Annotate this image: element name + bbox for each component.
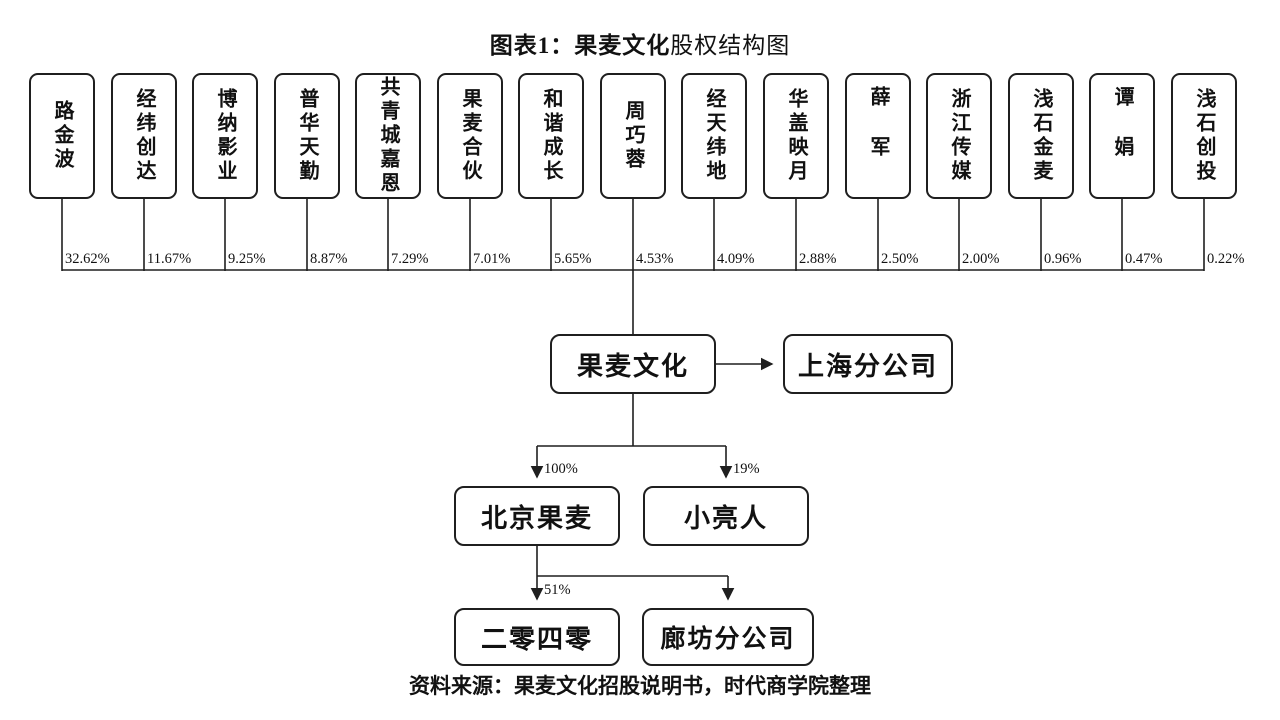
ownership-pct-label: 32.62% xyxy=(65,251,110,267)
shareholder-box-10: 华盖映月 xyxy=(763,73,829,199)
company-box-guomai: 果麦文化 xyxy=(550,334,716,394)
shareholder-name: 经纬创达 xyxy=(133,88,155,184)
ownership-pct-label: 0.47% xyxy=(1125,251,1163,267)
branch-box-langfang: 廊坊分公司 xyxy=(642,608,814,666)
ownership-pct-label: 4.53% xyxy=(636,251,674,267)
shareholder-box-4: 普华天勤 xyxy=(274,73,340,199)
shareholder-name: 和谐成长 xyxy=(540,88,562,184)
subsidiary-box-xiaoliang: 小亮人 xyxy=(643,486,809,546)
pct-label-erling: 51% xyxy=(544,582,571,598)
chart-title-prefix: 图表1：果麦文化 xyxy=(489,33,671,58)
shareholder-box-9: 经天纬地 xyxy=(681,73,747,199)
shareholder-box-14: 谭娟 xyxy=(1089,73,1155,199)
shareholder-box-13: 浅石金麦 xyxy=(1008,73,1074,199)
ownership-pct-label: 7.29% xyxy=(391,251,429,267)
shareholder-stub-lines xyxy=(61,199,1205,271)
branch-box-shanghai: 上海分公司 xyxy=(783,334,953,394)
shareholder-name: 浅石金麦 xyxy=(1030,88,1052,184)
shareholder-box-8: 周巧蓉 xyxy=(600,73,666,199)
ownership-pct-label: 2.50% xyxy=(881,251,919,267)
shareholder-box-3: 博纳影业 xyxy=(192,73,258,199)
shareholder-name: 博纳影业 xyxy=(214,88,236,184)
shareholder-name: 果麦合伙 xyxy=(459,88,481,184)
shareholder-name: 谭娟 xyxy=(1111,86,1133,186)
shareholder-box-6: 果麦合伙 xyxy=(437,73,503,199)
ownership-pct-label: 2.00% xyxy=(962,251,1000,267)
split-bar-1 xyxy=(537,394,726,447)
shareholder-box-11: 薛军 xyxy=(845,73,911,199)
shareholder-name: 浅石创投 xyxy=(1193,88,1215,184)
subsidiary-box-erling: 二零四零 xyxy=(454,608,620,666)
ownership-pct-label: 0.22% xyxy=(1207,251,1245,267)
ownership-pct-label: 8.87% xyxy=(310,251,348,267)
ownership-pct-label: 0.96% xyxy=(1044,251,1082,267)
chart-title: 图表1：果麦文化股权结构图 xyxy=(0,26,1280,60)
shareholder-name: 普华天勤 xyxy=(296,88,318,184)
split-bar-2 xyxy=(536,546,728,577)
shareholder-name: 华盖映月 xyxy=(785,88,807,184)
pct-label-beijing: 100% xyxy=(544,461,578,477)
shareholder-box-1: 路金波 xyxy=(29,73,95,199)
shareholder-box-5: 共青城嘉恩 xyxy=(355,73,421,199)
ownership-pct-label: 5.65% xyxy=(554,251,592,267)
ownership-pct-label: 9.25% xyxy=(228,251,266,267)
ownership-pct-label: 7.01% xyxy=(473,251,511,267)
shareholder-box-15: 浅石创投 xyxy=(1171,73,1237,199)
shareholder-name: 浙江传媒 xyxy=(948,88,970,184)
shareholder-box-12: 浙江传媒 xyxy=(926,73,992,199)
shareholder-box-7: 和谐成长 xyxy=(518,73,584,199)
subsidiary-box-beijing: 北京果麦 xyxy=(454,486,620,546)
ownership-pct-label: 2.88% xyxy=(799,251,837,267)
ownership-pct-label: 11.67% xyxy=(147,251,192,267)
pct-label-xiaoliang: 19% xyxy=(733,461,760,477)
shareholder-name: 路金波 xyxy=(51,100,73,172)
shareholder-name: 经天纬地 xyxy=(703,88,725,184)
shareholder-box-2: 经纬创达 xyxy=(111,73,177,199)
ownership-pct-label: 4.09% xyxy=(717,251,755,267)
shareholder-name: 周巧蓉 xyxy=(622,100,644,172)
shareholder-name: 薛军 xyxy=(867,86,889,186)
shareholder-name: 共青城嘉恩 xyxy=(377,76,399,196)
source-note: 资料来源：果麦文化招股说明书，时代商学院整理 xyxy=(409,674,871,698)
chart-title-suffix: 股权结构图 xyxy=(670,33,791,58)
